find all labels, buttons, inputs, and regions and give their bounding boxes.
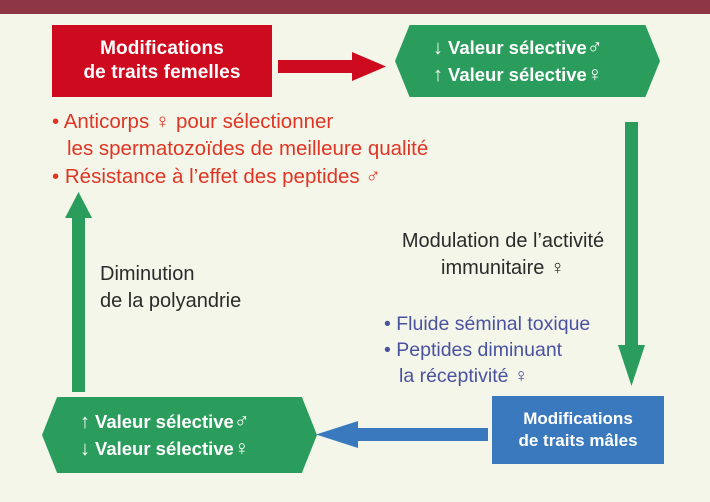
blue-bullet-list: • Fluide séminal toxique • Peptides dimi… bbox=[384, 311, 634, 389]
hexagon-top-line-2: ↑Valeur sélective♀ bbox=[433, 61, 660, 88]
red-bullet-list: • Anticorps ♀ pour sélectionner les sper… bbox=[52, 108, 482, 190]
red-arrow-right-icon bbox=[278, 52, 386, 81]
hexagon-top-line-2-text: Valeur sélective bbox=[448, 64, 587, 85]
male-symbol-icon: ♂ bbox=[586, 35, 603, 59]
hexagon-bottom-line-1-text: Valeur sélective bbox=[95, 410, 234, 432]
blue-bullet-item-2: • Peptides diminuant la réceptivité ♀ bbox=[384, 337, 634, 389]
green-arrow-up-icon bbox=[65, 192, 92, 392]
red-bullet-item-1-line-1: • Anticorps ♀ pour sélectionner bbox=[52, 110, 334, 133]
hexagon-bottom-line-2-text: Valeur sélective bbox=[95, 438, 234, 459]
red-box-line-2: de traits femelles bbox=[83, 62, 241, 83]
hexagon-bottom-line-1: ↑Valeur sélective♂ bbox=[80, 408, 317, 435]
hexagon-top-line-1: ↓Valeur sélective♂ bbox=[433, 34, 660, 61]
female-symbol-icon: ♀ bbox=[233, 437, 250, 460]
down-arrow-icon: ↓ bbox=[433, 36, 443, 59]
red-box-line-1: Modifications bbox=[100, 37, 224, 59]
modulation-line-1: Modulation de l’activité bbox=[401, 230, 605, 252]
hexagon-bottom-fitness[interactable]: ↑Valeur sélective♂ ↓Valeur sélective♀ bbox=[42, 397, 317, 473]
blue-bullet-item-2-line-2: la réceptivité ♀ bbox=[399, 365, 529, 388]
hexagon-top-line-1-text: Valeur sélective bbox=[448, 36, 587, 58]
up-arrow-icon: ↑ bbox=[433, 64, 443, 86]
down-arrow-icon: ↓ bbox=[80, 438, 90, 460]
diminution-line-2: de la polyandrie bbox=[100, 290, 242, 313]
blue-box-male-trait-modifications[interactable]: Modifications de traits mâles bbox=[492, 396, 664, 464]
top-accent-bar bbox=[0, 0, 710, 14]
red-bullet-item-1-line-2: les spermatozoïdes de meilleure qualité bbox=[67, 137, 429, 161]
red-box-female-trait-modifications[interactable]: Modifications de traits femelles bbox=[52, 25, 272, 97]
hexagon-bottom-line-2: ↓Valeur sélective♀ bbox=[80, 435, 317, 462]
red-bullet-item-1: • Anticorps ♀ pour sélectionner les sper… bbox=[52, 108, 482, 163]
modulation-line-2: immunitaire ♀ bbox=[441, 257, 565, 280]
hexagon-top-fitness[interactable]: ↓Valeur sélective♂ ↑Valeur sélective♀ bbox=[395, 25, 660, 97]
blue-arrow-left-icon bbox=[316, 421, 488, 448]
blue-bullet-item-2-line-1: • Peptides diminuant bbox=[384, 339, 563, 362]
female-symbol-icon: ♀ bbox=[586, 63, 603, 86]
diminution-line-1: Diminution bbox=[100, 263, 195, 285]
up-arrow-icon: ↑ bbox=[80, 410, 90, 433]
modulation-immunitaire-note: Modulation de l’activité immunitaire ♀ bbox=[378, 228, 628, 282]
blue-bullet-item-1: • Fluide séminal toxique bbox=[384, 313, 591, 335]
diminution-polyandrie-note: Diminution de la polyandrie bbox=[100, 261, 330, 315]
blue-box-line-2: de traits mâles bbox=[518, 431, 638, 450]
red-bullet-item-2: • Résistance à l’effet des peptides ♂ bbox=[52, 164, 381, 188]
blue-box-line-1: Modifications bbox=[523, 409, 633, 429]
male-symbol-icon: ♂ bbox=[233, 409, 250, 433]
